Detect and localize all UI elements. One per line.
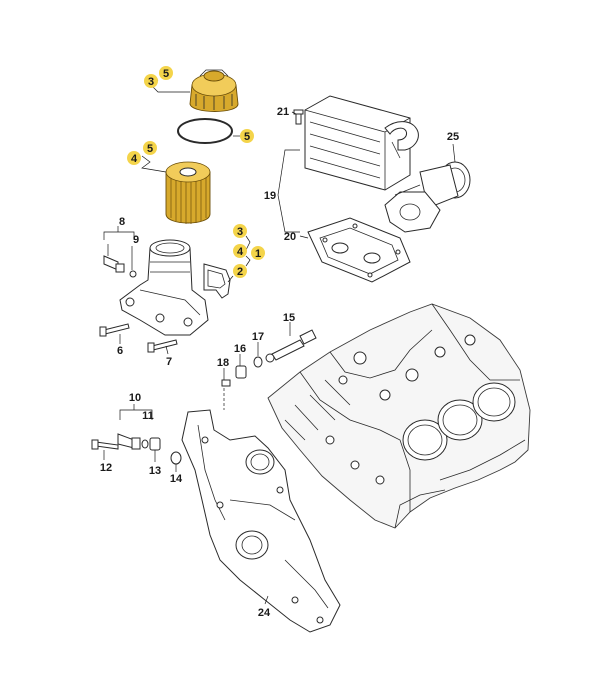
bolt-12 [91, 439, 119, 450]
label-21: 21 [277, 106, 289, 118]
label-25: 25 [447, 131, 459, 143]
bolt-21 [293, 109, 304, 125]
label-6: 6 [117, 345, 123, 357]
svg-text:2: 2 [237, 266, 243, 278]
sensor-10 [117, 433, 141, 450]
seal-14 [170, 451, 182, 465]
oil-filter-element [165, 161, 211, 224]
sensor-9 [103, 255, 125, 273]
svg-text:3: 3 [237, 226, 243, 238]
label-4b: 4 [233, 244, 247, 258]
label-10: 10 [129, 392, 141, 404]
label-11: 11 [142, 410, 154, 422]
thermostat-housing [384, 161, 471, 233]
seal-17 [253, 356, 263, 368]
label-5a: 5 [159, 66, 173, 80]
housing-seal [203, 263, 231, 299]
label-13: 13 [149, 465, 161, 477]
bolt-7 [147, 339, 178, 353]
label-20: 20 [284, 231, 296, 243]
plug-16 [235, 365, 247, 379]
svg-text:5: 5 [244, 131, 250, 143]
svg-text:4: 4 [237, 246, 244, 258]
label-16: 16 [234, 343, 246, 355]
label-1: 1 [251, 246, 265, 260]
label-4a: 4 [127, 151, 141, 165]
oil-filter-housing [119, 239, 209, 336]
plug-13 [149, 437, 161, 451]
label-9: 9 [133, 234, 139, 246]
label-14: 14 [170, 473, 183, 485]
label-19: 19 [264, 190, 276, 202]
timing-cover [181, 409, 341, 633]
label-15: 15 [283, 312, 295, 324]
sensor-plug [129, 270, 137, 278]
engine-block [267, 303, 531, 529]
label-18: 18 [217, 357, 229, 369]
label-24: 24 [258, 607, 271, 619]
seal-11 [141, 439, 149, 449]
bolt-18 [221, 379, 231, 387]
label-8: 8 [119, 216, 125, 228]
label-3a: 3 [144, 74, 158, 88]
cooler-gasket [307, 217, 411, 283]
label-17: 17 [252, 331, 264, 343]
svg-text:1: 1 [255, 248, 261, 260]
label-12: 12 [100, 462, 112, 474]
svg-text:5: 5 [147, 143, 153, 155]
svg-text:5: 5 [163, 68, 169, 80]
sensor-15 [265, 329, 317, 363]
label-5b: 5 [240, 129, 254, 143]
svg-text:4: 4 [131, 153, 138, 165]
label-7: 7 [166, 356, 172, 368]
label-3b: 3 [233, 224, 247, 238]
label-2: 2 [233, 264, 247, 278]
oil-filter-cap [189, 69, 239, 112]
o-ring [177, 118, 233, 144]
svg-text:3: 3 [148, 76, 154, 88]
oil-cooler [304, 95, 419, 191]
label-5c: 5 [143, 141, 157, 155]
bolt-6 [99, 323, 130, 337]
leader-lines [103, 79, 456, 605]
